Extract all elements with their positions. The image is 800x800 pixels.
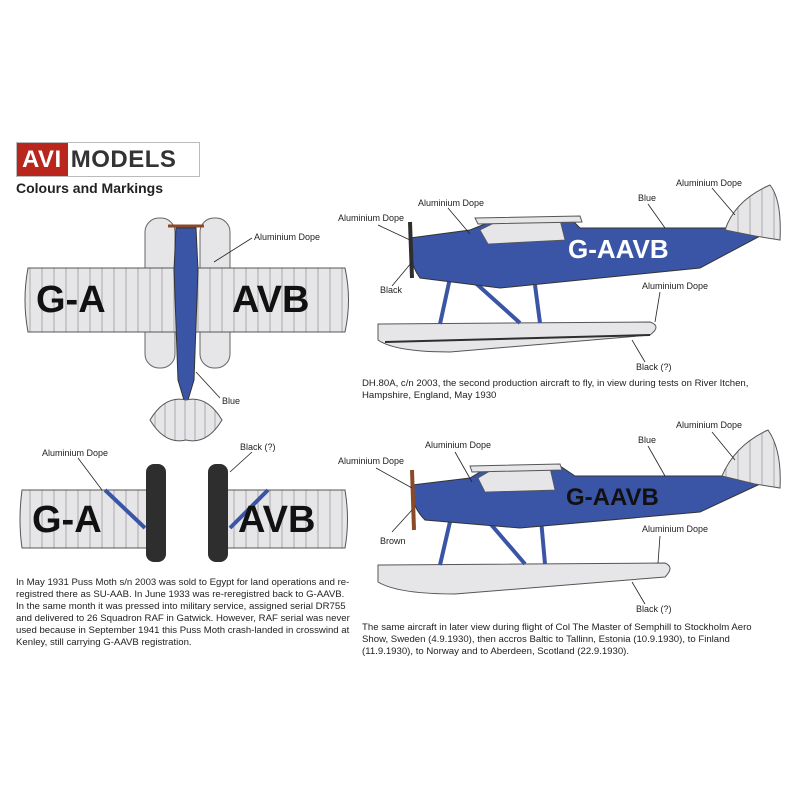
under-black-float-right [208,464,228,562]
float-side1 [377,321,657,353]
label-under-aluminium: Aluminium Dope [42,448,109,458]
tail-side2 [721,429,781,489]
top-wing-reg-right: AVB [232,279,309,321]
top-fuselage [173,227,199,401]
under-wing-reg-left: G-A [32,499,102,541]
label-side1-black: Black [380,285,403,295]
label-side1-alu-float: Aluminium Dope [642,281,709,291]
label-side1-blue: Blue [638,193,657,203]
label-side2-alu-float: Aluminium Dope [642,524,709,534]
propeller-side2 [410,469,416,531]
float-side2 [377,562,671,595]
top-tailplane [149,398,223,442]
under-view: G-A AVB [19,451,348,562]
logo-avi-text: AVI [17,143,68,176]
label-side2-blue: Blue [638,435,657,445]
label-side2-alu-cabin: Aluminium Dope [425,440,492,450]
label-topview-blue: Blue [222,396,241,406]
caption-history: In May 1931 Puss Moth s/n 2003 was sold … [16,577,350,648]
fuselage-reg-side2: G-AAVB [566,484,659,511]
tail-side1 [724,184,781,241]
brand-logo: AVI MODELS [16,142,200,177]
caption-side2: The same aircraft in later view during f… [362,622,752,657]
label-side2-black-float: Black (?) [636,604,672,614]
label-side1-black-float: Black (?) [636,362,672,372]
logo-models-text: MODELS [70,145,177,173]
label-side2-alu-nose: Aluminium Dope [338,456,405,466]
fuselage-reg-side1: G-AAVB [568,234,669,264]
label-side2-alu-tail: Aluminium Dope [676,420,743,430]
label-side1-alu-tail: Aluminium Dope [676,178,743,188]
side-view-1: G-AAVB [377,184,781,363]
under-black-float-left [146,464,166,562]
label-topview-aluminium: Aluminium Dope [254,232,321,242]
label-under-black: Black (?) [240,442,276,452]
caption-side1: DH.80A, c/n 2003, the second production … [362,378,749,401]
propeller-side1 [408,221,414,279]
label-side1-alu-cabin: Aluminium Dope [418,198,485,208]
under-wing-reg-right: AVB [238,499,315,541]
top-view: G-A AVB [24,217,349,442]
side-view-2: G-AAVB [375,429,781,605]
label-side2-brown: Brown [380,536,406,546]
top-wing-reg-left: G-A [36,279,106,321]
label-side1-alu-nose: Aluminium Dope [338,213,405,223]
page-title: Colours and Markings [16,180,164,196]
